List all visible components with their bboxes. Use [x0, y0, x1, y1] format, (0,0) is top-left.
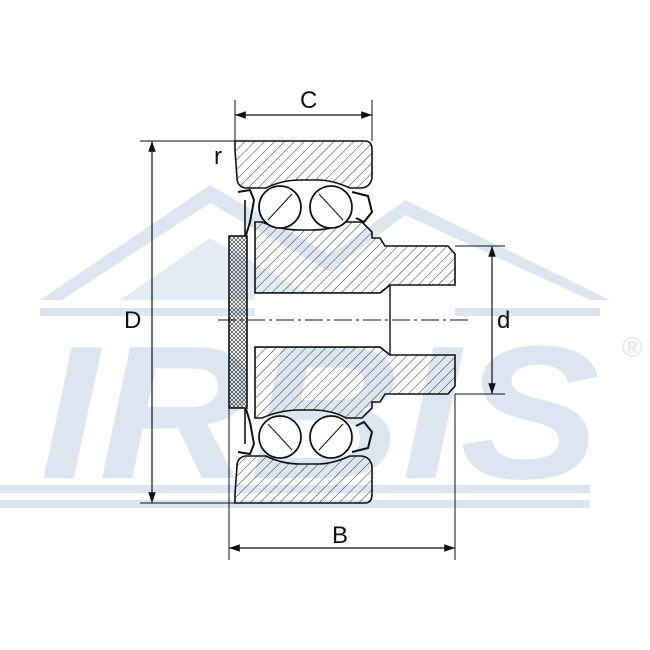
seal-top-right [351, 191, 374, 224]
rolling-balls [258, 185, 353, 459]
label-r: r [214, 143, 222, 170]
seal-top-left [237, 188, 256, 236]
label-b: B [332, 522, 348, 549]
label-outer-d: D [124, 307, 141, 334]
end-cap-plate [228, 235, 248, 409]
extension-lines [140, 100, 505, 560]
outer-ring-upper [234, 140, 373, 189]
dimension-lines [148, 111, 496, 552]
watermark-registered-mark: ® [622, 332, 643, 363]
label-c: C [300, 87, 317, 114]
ball-bottom-right [309, 415, 353, 459]
end-cap [228, 200, 248, 444]
label-bore-d: d [497, 307, 510, 334]
watermark-roof [40, 185, 610, 300]
ball-top-left [258, 185, 302, 229]
inner-ring-lower [254, 346, 456, 419]
ball-top-right [309, 185, 353, 229]
seals [237, 188, 374, 456]
ball-bottom-left [258, 415, 302, 459]
outer-ring [234, 140, 373, 504]
seal-bottom-left [237, 408, 256, 456]
seal-bottom-right [351, 420, 374, 453]
inner-ring-upper [254, 221, 456, 294]
outer-ring-lower [234, 455, 373, 504]
